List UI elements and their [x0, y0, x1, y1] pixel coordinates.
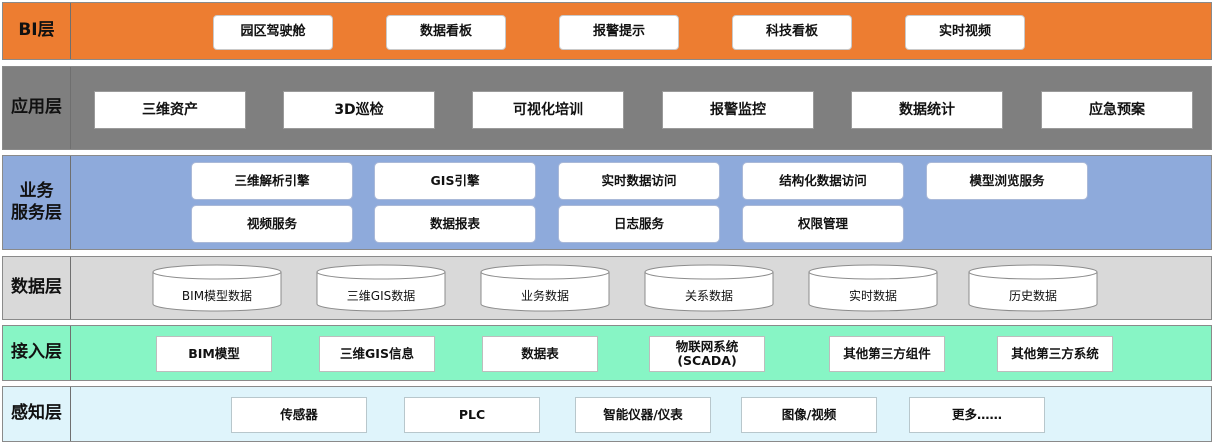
app-layer-label: 应用层	[3, 67, 71, 149]
data-layer-label: 数据层	[3, 257, 71, 319]
app-item-emergency-plan[interactable]: 应急预案	[1041, 91, 1193, 129]
perception-item-smart-instrument[interactable]: 智能仪器/仪表	[575, 397, 711, 433]
app-layer-content: 三维资产 3D巡检 可视化培训 报警监控 数据统计 应急预案	[71, 67, 1211, 149]
service-item-model-browse-service[interactable]: 模型浏览服务	[926, 162, 1088, 200]
bi-item-park-cockpit[interactable]: 园区驾驶舱	[213, 15, 333, 50]
perception-item-plc[interactable]: PLC	[404, 397, 540, 433]
service-layer-label: 业务 服务层	[3, 156, 71, 249]
data-store-label: 历史数据	[1008, 289, 1057, 303]
service-layer-content: 三维解析引擎 GIS引擎 实时数据访问 结构化数据访问 模型浏览服务 视频服务 …	[71, 156, 1211, 249]
service-layer-label-line2: 服务层	[11, 202, 62, 223]
app-item-3d-assets[interactable]: 三维资产	[94, 91, 246, 129]
access-item-3d-gis-info[interactable]: 三维GIS信息	[319, 336, 435, 372]
cylinder-shape	[644, 264, 774, 312]
service-item-realtime-data-access[interactable]: 实时数据访问	[558, 162, 720, 200]
bi-layer: BI层 园区驾驶舱 数据看板 报警提示 科技看板 实时视频	[2, 2, 1212, 60]
cylinder-shape	[480, 264, 610, 312]
service-item-log-service[interactable]: 日志服务	[558, 205, 720, 243]
data-layer-content: BIM模型数据 三维GIS数据 业务数据 关系数据	[71, 257, 1211, 319]
access-item-third-party-system[interactable]: 其他第三方系统	[997, 336, 1113, 372]
cylinder-shape	[152, 264, 282, 312]
cylinder-shape	[968, 264, 1098, 312]
data-layer: 数据层 BIM模型数据 三维GIS数据 业务数据	[2, 256, 1212, 320]
access-item-data-table[interactable]: 数据表	[482, 336, 598, 372]
access-layer-label: 接入层	[3, 326, 71, 380]
service-item-structured-data-access[interactable]: 结构化数据访问	[742, 162, 904, 200]
bi-layer-label: BI层	[3, 3, 71, 59]
data-store-business[interactable]: 业务数据	[480, 264, 610, 312]
perception-layer-label: 感知层	[3, 387, 71, 441]
app-item-data-statistics[interactable]: 数据统计	[851, 91, 1003, 129]
bi-item-tech-board[interactable]: 科技看板	[732, 15, 852, 50]
access-item-iot-system-line1: 物联网系统	[675, 338, 739, 354]
app-item-visual-training[interactable]: 可视化培训	[472, 91, 624, 129]
data-store-label: 实时数据	[848, 289, 897, 303]
perception-item-more[interactable]: 更多……	[909, 397, 1045, 433]
bi-layer-content: 园区驾驶舱 数据看板 报警提示 科技看板 实时视频	[71, 3, 1211, 59]
service-item-data-report[interactable]: 数据报表	[374, 205, 536, 243]
service-item-gis-engine[interactable]: GIS引擎	[374, 162, 536, 200]
access-layer: 接入层 BIM模型 三维GIS信息 数据表 物联网系统 (SCADA) 其他第三…	[2, 325, 1212, 381]
service-layer-label-line1: 业务	[19, 181, 54, 202]
service-layer: 业务 服务层 三维解析引擎 GIS引擎 实时数据访问 结构化数据访问 模型浏览服…	[2, 155, 1212, 250]
perception-item-sensor[interactable]: 传感器	[231, 397, 367, 433]
bi-item-data-board[interactable]: 数据看板	[386, 15, 506, 50]
service-item-video-service[interactable]: 视频服务	[191, 205, 353, 243]
perception-layer-content: 传感器 PLC 智能仪器/仪表 图像/视频 更多……	[71, 387, 1211, 441]
data-store-realtime[interactable]: 实时数据	[808, 264, 938, 312]
cylinder-shape	[316, 264, 446, 312]
access-item-third-party-component[interactable]: 其他第三方组件	[829, 336, 945, 372]
data-store-label: 三维GIS数据	[346, 289, 416, 303]
data-store-relational[interactable]: 关系数据	[644, 264, 774, 312]
access-item-iot-system-line2: (SCADA)	[677, 353, 737, 368]
cylinder-shape	[808, 264, 938, 312]
bi-item-realtime-video[interactable]: 实时视频	[905, 15, 1025, 50]
service-item-3d-parse-engine[interactable]: 三维解析引擎	[191, 162, 353, 200]
perception-item-image-video[interactable]: 图像/视频	[741, 397, 877, 433]
data-store-label: 关系数据	[684, 289, 733, 303]
data-store-3d-gis[interactable]: 三维GIS数据	[316, 264, 446, 312]
access-item-bim-model[interactable]: BIM模型	[156, 336, 272, 372]
access-layer-content: BIM模型 三维GIS信息 数据表 物联网系统 (SCADA) 其他第三方组件 …	[71, 326, 1211, 380]
bi-item-alarm-alert[interactable]: 报警提示	[559, 15, 679, 50]
data-store-bim-model[interactable]: BIM模型数据	[152, 264, 282, 312]
service-item-permission-management[interactable]: 权限管理	[742, 205, 904, 243]
app-item-alarm-monitoring[interactable]: 报警监控	[662, 91, 814, 129]
data-store-label: BIM模型数据	[181, 289, 253, 303]
app-layer: 应用层 三维资产 3D巡检 可视化培训 报警监控 数据统计 应急预案	[2, 66, 1212, 150]
perception-layer: 感知层 传感器 PLC 智能仪器/仪表 图像/视频 更多……	[2, 386, 1212, 442]
app-item-3d-inspection[interactable]: 3D巡检	[283, 91, 435, 129]
data-store-history[interactable]: 历史数据	[968, 264, 1098, 312]
access-item-iot-system[interactable]: 物联网系统 (SCADA)	[649, 336, 765, 372]
data-store-label: 业务数据	[520, 289, 569, 303]
